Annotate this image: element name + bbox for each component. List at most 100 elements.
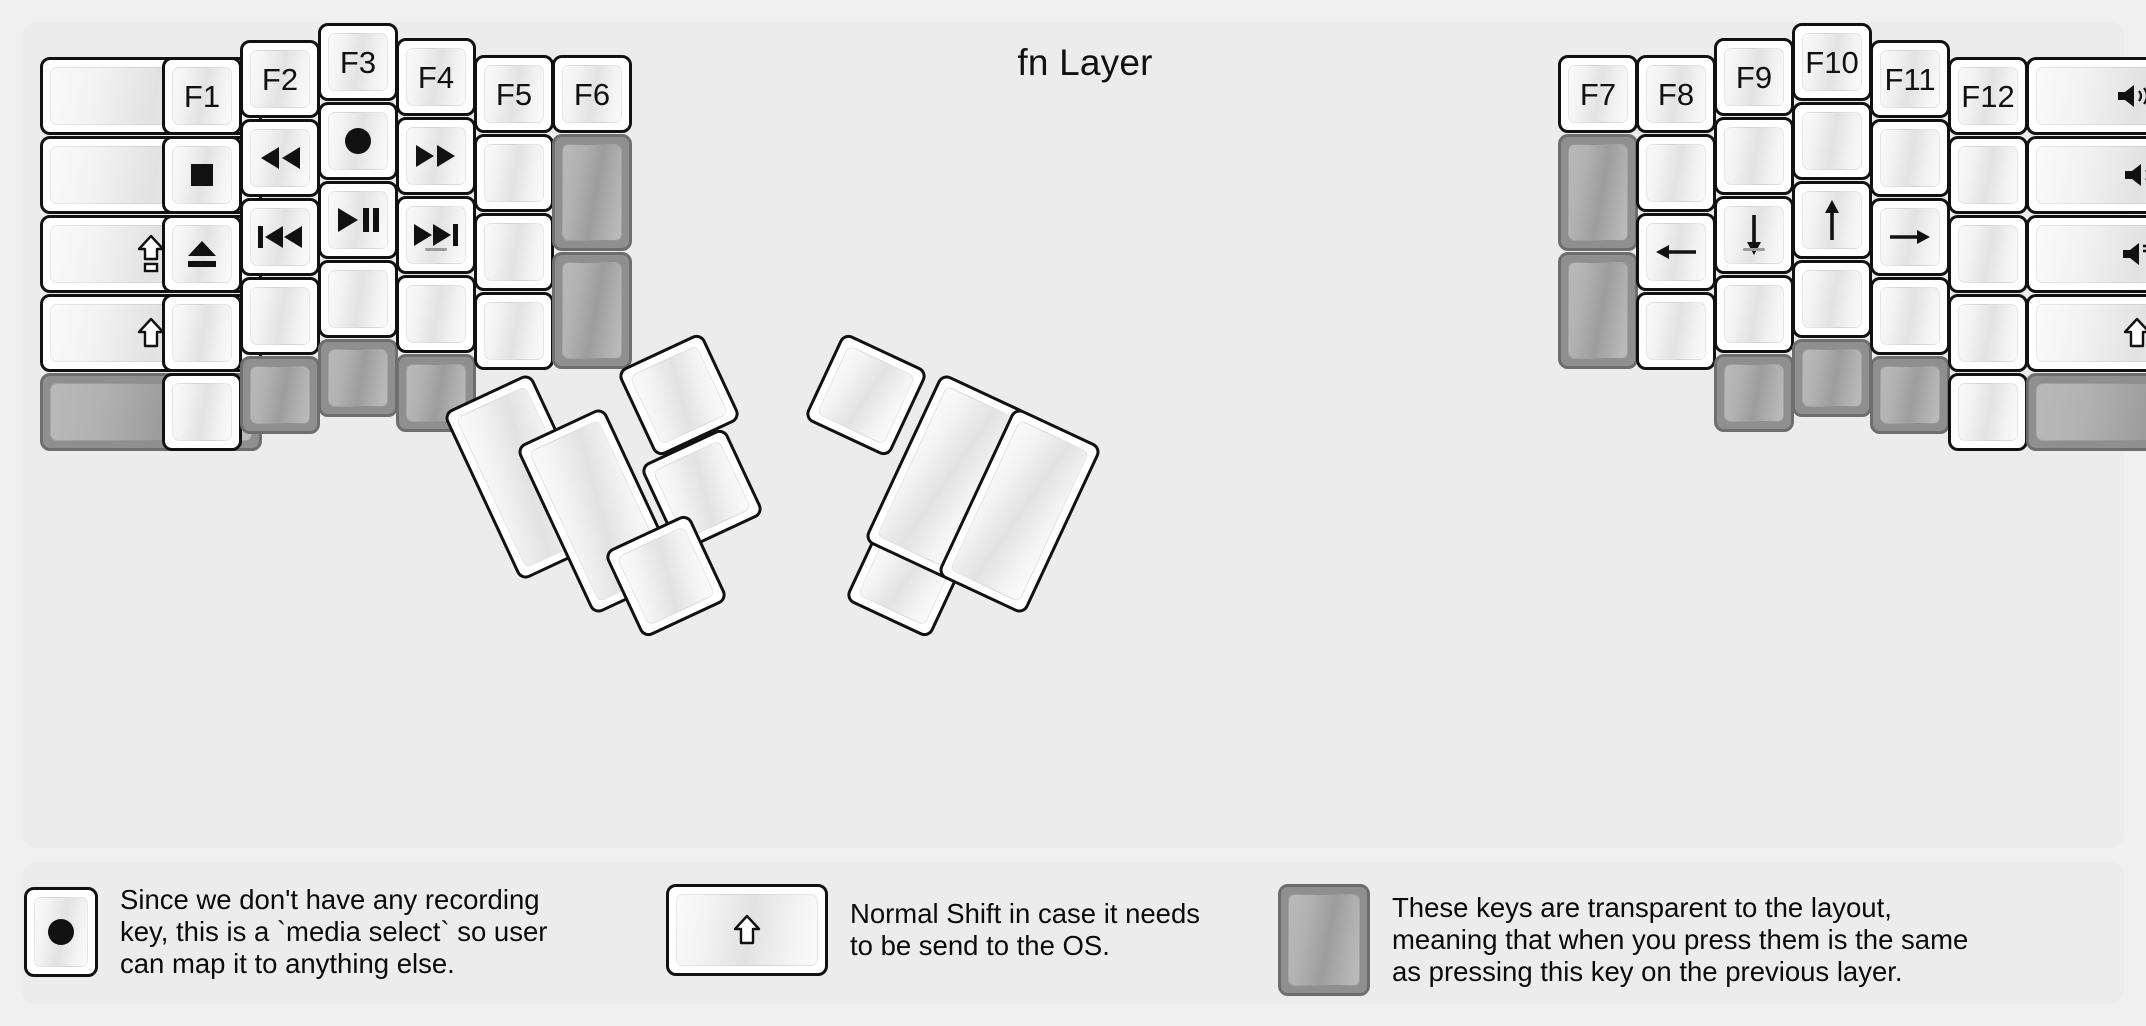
key-cap	[1568, 144, 1628, 241]
key-cap	[406, 206, 466, 264]
key-r5-r1[interactable]	[1948, 136, 2028, 214]
key-r1-r3[interactable]	[1636, 292, 1716, 370]
key-r2-r1[interactable]	[1714, 117, 1794, 195]
key-l3-r2[interactable]	[318, 181, 398, 259]
key-cap	[1646, 302, 1706, 360]
key-l1-r2[interactable]	[162, 215, 242, 293]
legend-key-transparent-visual	[1278, 884, 1370, 996]
key-l2-r2[interactable]	[240, 198, 320, 276]
key-l4-r1[interactable]	[396, 117, 476, 195]
key-r4-r3[interactable]	[1870, 277, 1950, 355]
key-l2-r4[interactable]	[240, 356, 320, 434]
key-cap	[1958, 146, 2018, 204]
key-r6-r0[interactable]	[2026, 57, 2146, 135]
key-cap	[1724, 285, 1784, 343]
key-r1-r2[interactable]	[1636, 213, 1716, 291]
key-r3-r1[interactable]	[1792, 102, 1872, 180]
key-label: F11	[1884, 61, 1936, 97]
key-r5-r0[interactable]: F12	[1948, 57, 2028, 135]
key-l2-r0[interactable]: F2	[240, 40, 320, 118]
key-r3-r2[interactable]	[1792, 181, 1872, 259]
key-l6-r0[interactable]: F6	[552, 55, 632, 133]
key-l4-r0[interactable]: F4	[396, 38, 476, 116]
key-l3-r1[interactable]	[318, 102, 398, 180]
key-label: F10	[1805, 44, 1859, 80]
key-l6-r2[interactable]	[552, 252, 632, 369]
key-sub-underline	[1743, 248, 1765, 251]
key-l2-r3[interactable]	[240, 277, 320, 355]
key-r4-r2[interactable]	[1870, 198, 1950, 276]
legend-panel	[22, 862, 2124, 1004]
key-cap	[1724, 206, 1784, 264]
key-r4-r0[interactable]: F11	[1870, 40, 1950, 118]
key-cap	[1568, 262, 1628, 359]
key-l1-r1[interactable]	[162, 136, 242, 214]
key-l4-r3[interactable]	[396, 275, 476, 353]
key-cap	[328, 270, 388, 328]
key-label: F3	[339, 44, 377, 80]
key-r2-r2[interactable]	[1714, 196, 1794, 274]
key-cap: F7	[1568, 65, 1628, 123]
key-r5-r4[interactable]	[1948, 373, 2028, 451]
key-cap	[484, 144, 544, 202]
key-cap	[1802, 112, 1862, 170]
key-l3-r0[interactable]: F3	[318, 23, 398, 101]
next-track-icon	[412, 222, 460, 248]
key-cap	[629, 344, 729, 446]
key-cap	[1724, 127, 1784, 185]
key-l4-r2[interactable]	[396, 196, 476, 274]
key-cap	[484, 302, 544, 360]
key-r0-r1[interactable]	[1558, 134, 1638, 251]
key-r6-r1[interactable]	[2026, 136, 2146, 214]
legend-item-record: Since we don't have any recording key, t…	[24, 884, 547, 980]
key-cap	[562, 144, 622, 241]
key-cap: F3	[328, 33, 388, 91]
key-l2-r1[interactable]	[240, 119, 320, 197]
legend-key-record	[24, 886, 98, 977]
key-r5-r3[interactable]	[1948, 294, 2028, 372]
key-r3-r3[interactable]	[1792, 260, 1872, 338]
key-cap	[172, 383, 232, 441]
key-l3-r3[interactable]	[318, 260, 398, 338]
key-r1-r1[interactable]	[1636, 134, 1716, 212]
key-r6-r2[interactable]	[2026, 215, 2146, 293]
key-r2-r3[interactable]	[1714, 275, 1794, 353]
key-l5-r1[interactable]	[474, 134, 554, 212]
key-cap	[816, 344, 916, 446]
key-cap: F1	[172, 67, 232, 125]
key-cap	[1880, 366, 1940, 424]
key-r2-r0[interactable]: F9	[1714, 38, 1794, 116]
key-cap	[1958, 383, 2018, 441]
key-cap: F8	[1646, 65, 1706, 123]
key-l6-r1[interactable]	[552, 134, 632, 251]
key-cap	[1958, 225, 2018, 283]
key-r5-r2[interactable]	[1948, 215, 2028, 293]
key-l1-r0[interactable]: F1	[162, 57, 242, 135]
key-cap	[2036, 225, 2146, 283]
key-sub-underline	[425, 248, 447, 251]
key-r4-r1[interactable]	[1870, 119, 1950, 197]
key-l5-r3[interactable]	[474, 292, 554, 370]
key-cap	[2036, 383, 2146, 441]
key-l1-r4[interactable]	[162, 373, 242, 451]
key-l3-r4[interactable]	[318, 339, 398, 417]
key-r0-r0[interactable]: F7	[1558, 55, 1638, 133]
key-r3-r4[interactable]	[1792, 339, 1872, 417]
rewind-icon	[258, 145, 302, 171]
key-r2-r4[interactable]	[1714, 354, 1794, 432]
key-cap	[172, 225, 232, 283]
key-r6-r3[interactable]	[2026, 294, 2146, 372]
key-l5-r2[interactable]	[474, 213, 554, 291]
key-r0-r2[interactable]	[1558, 252, 1638, 369]
key-l5-r0[interactable]: F5	[474, 55, 554, 133]
key-cap	[1802, 191, 1862, 249]
key-label: F12	[1961, 78, 2015, 114]
key-cap	[1880, 208, 1940, 266]
key-l1-r3[interactable]	[162, 294, 242, 372]
key-r6-r4[interactable]	[2026, 373, 2146, 451]
key-cap: F11	[1880, 50, 1940, 108]
legend-key-shift	[666, 884, 828, 976]
key-r4-r4[interactable]	[1870, 356, 1950, 434]
key-r3-r0[interactable]: F10	[1792, 23, 1872, 101]
key-r1-r0[interactable]: F8	[1636, 55, 1716, 133]
